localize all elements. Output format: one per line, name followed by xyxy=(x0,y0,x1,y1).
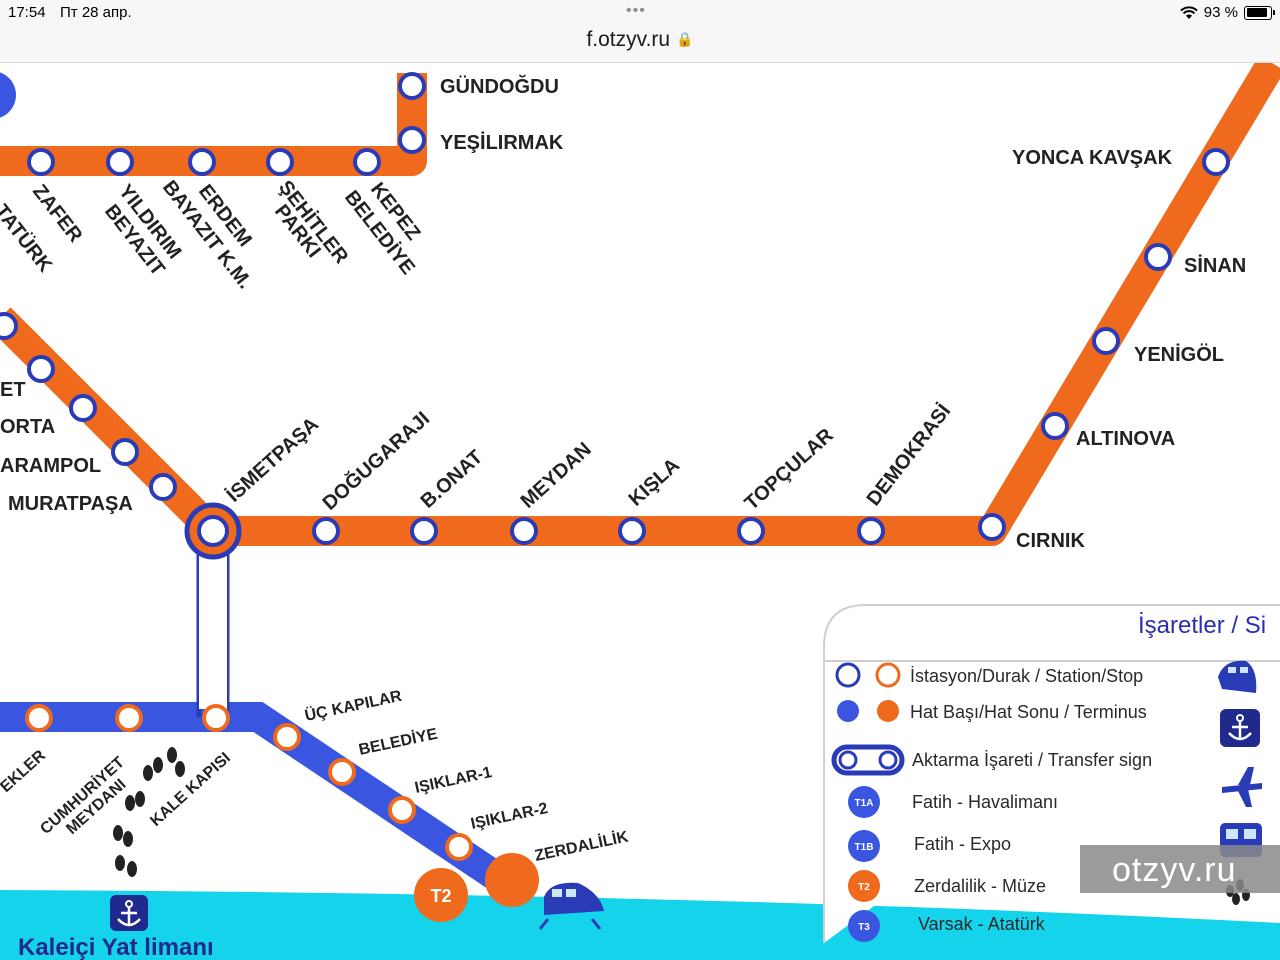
t2-badge-label: T2 xyxy=(430,886,451,906)
tram-map: T2 GÜNDOĞDU YEŞİLIRMAK ZAFER TATÜRK YILD… xyxy=(0,63,1280,960)
wifi-icon xyxy=(1180,5,1198,19)
label-kisla: KIŞLA xyxy=(625,454,684,510)
watermark: otzyv.ru xyxy=(1080,845,1280,893)
label-uckapilar: ÜÇ KAPILAR xyxy=(303,686,404,725)
legend-station-stop: İstasyon/Durak / Station/Stop xyxy=(910,666,1143,686)
label-cirnik: CIRNIK xyxy=(1016,530,1085,552)
t2-badge xyxy=(414,868,468,922)
legend-panel: İşaretler / Si İstasyon/Durak / Station/… xyxy=(823,604,1280,943)
status-date: Пт 28 апр. xyxy=(60,4,132,21)
legend-t2-route: Zerdalilik - Müze xyxy=(914,876,1046,896)
label-belediye: BELEDİYE xyxy=(357,725,439,759)
address-bar[interactable]: f.otzyv.ru 🔒 xyxy=(0,28,1280,52)
legend-t2-badge: T2 xyxy=(858,882,870,893)
label-bonat: B.ONAT xyxy=(417,446,488,513)
label-ismetpasa: İSMETPAŞA xyxy=(222,413,323,507)
footprints-icon xyxy=(113,747,185,877)
label-ekler: EKLER xyxy=(0,747,49,796)
label-dogugaraji: DOĞUGARAJI xyxy=(317,406,434,515)
label-topcular: TOPÇULAR xyxy=(741,424,838,515)
label-demokrasi: DEMOKRASİ xyxy=(862,400,955,510)
legend-transfer: Aktarma İşareti / Transfer sign xyxy=(912,750,1152,770)
url-text: f.otzyv.ru xyxy=(586,28,671,51)
tram-legend-icon xyxy=(1218,660,1257,693)
browser-status-bar: 17:54 Пт 28 апр. ••• f.otzyv.ru 🔒 93 % xyxy=(0,0,1280,63)
anchor-icon xyxy=(110,895,148,931)
lock-icon: 🔒 xyxy=(676,31,694,47)
legend-t1b-route: Fatih - Expo xyxy=(914,834,1011,854)
label-meydan: MEYDAN xyxy=(517,438,596,512)
label-isiklar1: IŞIKLAR-1 xyxy=(413,764,493,797)
orange-line-diagonal xyxy=(0,307,224,542)
label-harbor: Kaleiçi Yat limanı xyxy=(18,934,214,960)
legend-terminus: Hat Başı/Hat Sonu / Terminus xyxy=(910,702,1147,722)
label-gundogdu: GÜNDOĞDU xyxy=(440,74,559,98)
label-zerdalilik: ZERDALİLİK xyxy=(533,827,630,864)
zerdalilik-terminus xyxy=(485,853,539,907)
more-dots-icon[interactable]: ••• xyxy=(626,2,646,19)
battery-percent: 93 % xyxy=(1203,4,1238,21)
label-yesilirmak: YEŞİLIRMAK xyxy=(440,131,564,154)
legend-t3-badge: T3 xyxy=(858,922,870,933)
label-sinan: SİNAN xyxy=(1184,254,1246,277)
legend-t3-route: Varsak - Atatürk xyxy=(918,914,1046,934)
status-indicators: 93 % xyxy=(1180,4,1275,21)
label-et: ET xyxy=(0,379,26,401)
watermark-text: otzyv.ru xyxy=(1112,851,1237,889)
label-yenigol: YENİGÖL xyxy=(1134,343,1224,366)
label-muratpasa: MURATPAŞA xyxy=(8,493,133,515)
sea xyxy=(0,890,1280,960)
battery-icon xyxy=(1244,5,1275,20)
legend-title: İşaretler / Si xyxy=(1138,612,1266,639)
orange-line-upper xyxy=(0,73,427,176)
label-isiklar2: IŞIKLAR-2 xyxy=(469,800,549,833)
legend-t1b-badge: T1B xyxy=(855,842,874,853)
legend-t1a-badge: T1A xyxy=(855,798,874,809)
terminus-top-left xyxy=(0,72,16,118)
label-altinova: ALTINOVA xyxy=(1076,428,1175,450)
label-karampol: ARAMPOL xyxy=(0,455,101,477)
blue-line-t2 xyxy=(0,702,509,892)
tram-icon xyxy=(538,882,604,930)
anchor-legend-icon xyxy=(1220,709,1260,747)
label-sorta: ORTA xyxy=(0,416,55,438)
legend-t1a-route: Fatih - Havalimanı xyxy=(912,792,1058,812)
status-time: 17:54 xyxy=(8,4,46,21)
label-yonca: YONCA KAVŞAK xyxy=(1012,147,1173,169)
airplane-icon xyxy=(1222,767,1262,807)
